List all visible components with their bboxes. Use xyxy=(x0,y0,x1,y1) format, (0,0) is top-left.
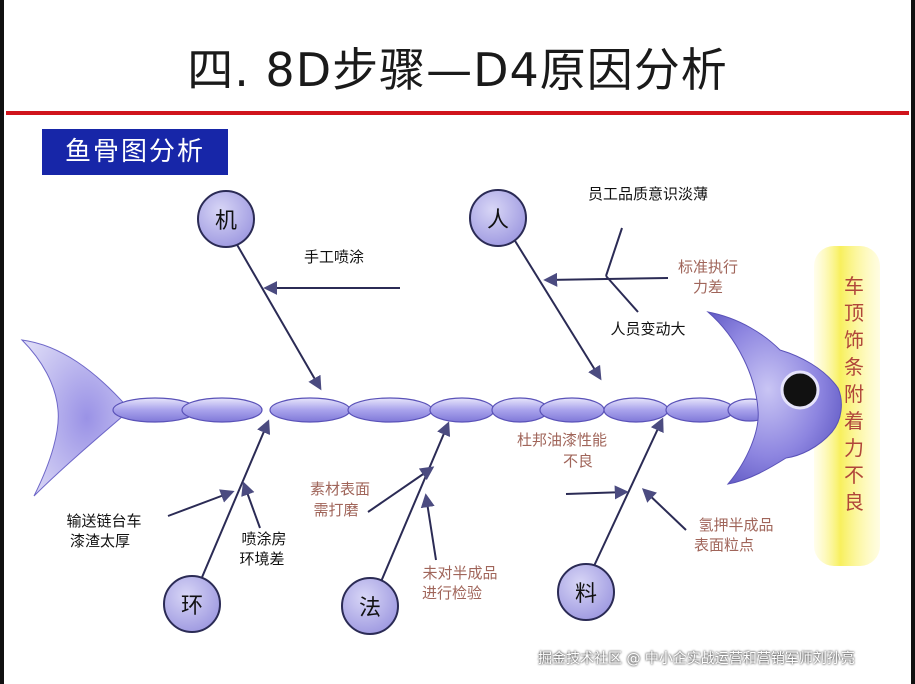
fish-tail xyxy=(22,340,130,496)
node-machine: 机 xyxy=(198,191,254,247)
arrow-method-1 xyxy=(368,468,432,512)
cause-env-2-line1: 喷涂房 xyxy=(241,530,286,548)
node-man-label: 人 xyxy=(487,208,509,233)
bone-method xyxy=(380,424,448,584)
cause-env-2-line2: 环境差 xyxy=(239,550,284,568)
svg-text:良: 良 xyxy=(844,490,864,514)
cause-method-1-line2: 需打磨 xyxy=(313,501,358,519)
arrow-method-2 xyxy=(426,496,436,560)
arrow-env-2 xyxy=(244,484,260,528)
node-environment-label: 环 xyxy=(181,594,203,619)
cause-man-1: 员工品质意识淡薄 xyxy=(588,185,708,203)
node-machine-label: 机 xyxy=(215,209,237,234)
cause-center-1-line2: 不良 xyxy=(563,452,593,470)
cause-method-2-line1: 未对半成品 xyxy=(422,564,497,582)
svg-text:顶: 顶 xyxy=(844,301,864,325)
node-method-label: 法 xyxy=(359,596,381,621)
head-label: 车 顶 饰 条 附 着 力 不 良 xyxy=(844,274,864,514)
cause-env-1-line1: 输送链台车 xyxy=(66,512,141,530)
fish-spine xyxy=(113,398,772,422)
node-environment: 环 xyxy=(164,576,220,632)
svg-text:着: 着 xyxy=(844,409,864,433)
cause-man-2-line1: 标准执行 xyxy=(678,258,738,276)
svg-text:不: 不 xyxy=(844,463,864,487)
node-material: 料 xyxy=(558,564,614,620)
svg-text:饰: 饰 xyxy=(844,328,864,352)
node-method: 法 xyxy=(342,578,398,634)
cause-env-1-line2: 漆渣太厚 xyxy=(70,532,130,550)
cause-method-2-line2: 进行检验 xyxy=(422,584,482,602)
arrow-man-fork-a xyxy=(606,228,622,276)
cause-man-2-line2: 力差 xyxy=(693,278,723,296)
watermark: 掘金技术社区 @ 中小企实战运营和营销军师刘孙亮 xyxy=(538,648,855,668)
svg-text:力: 力 xyxy=(844,436,864,460)
arrow-env-1 xyxy=(168,492,232,516)
cause-machine-1: 手工喷涂 xyxy=(304,248,364,266)
arrow-material-1 xyxy=(566,492,626,494)
node-man: 人 xyxy=(470,190,526,246)
arrow-material-2 xyxy=(644,490,686,530)
cause-center-1-line1: 杜邦油漆性能 xyxy=(517,431,607,449)
arrow-man-fork-b xyxy=(606,276,638,312)
node-material-label: 料 xyxy=(575,582,597,607)
cause-material-1-line1: 氢押半成品 xyxy=(698,516,773,534)
cause-man-3: 人员变动大 xyxy=(610,320,685,338)
bone-man xyxy=(512,236,600,378)
svg-text:附: 附 xyxy=(844,382,864,406)
svg-text:条: 条 xyxy=(844,355,864,379)
cause-method-1-line1: 素材表面 xyxy=(310,480,370,498)
fish-eye xyxy=(782,372,818,408)
cause-material-1-line2: 表面粒点 xyxy=(694,536,754,554)
svg-text:车: 车 xyxy=(844,274,864,298)
